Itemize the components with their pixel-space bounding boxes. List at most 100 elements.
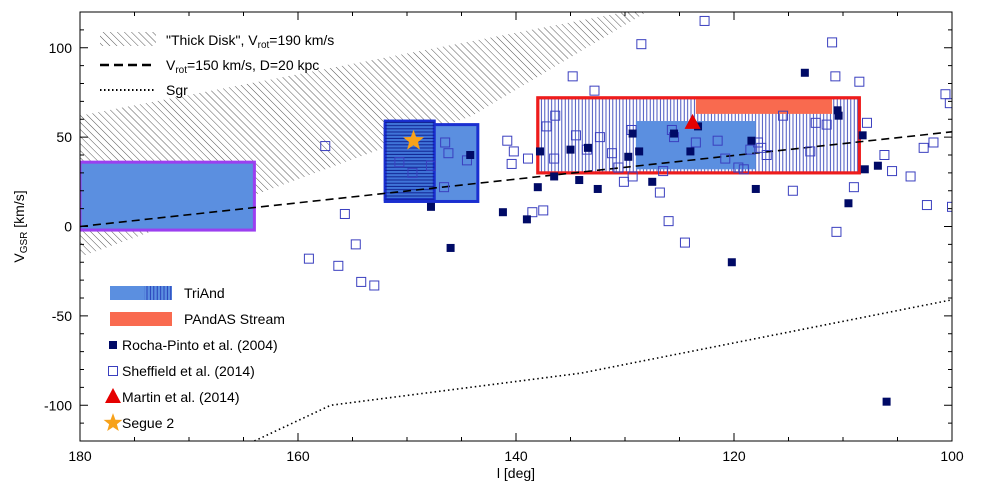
filled-square-marker — [844, 199, 853, 208]
open-square-marker — [618, 176, 629, 187]
filled-square-marker — [834, 111, 843, 120]
open-square-marker — [594, 132, 605, 143]
legend-entry-text: Martin et al. (2014) — [122, 389, 240, 405]
open-square-marker — [830, 71, 841, 82]
legend-open-square-marker — [108, 366, 118, 376]
open-square-marker — [440, 137, 451, 148]
legend-entry-text: Vrot=150 km/s, D=20 kpc — [166, 57, 319, 76]
open-square-marker — [821, 119, 832, 130]
filled-square-marker — [873, 161, 882, 170]
filled-square-marker — [583, 143, 592, 152]
open-square-marker — [613, 162, 624, 173]
open-square-marker — [320, 141, 331, 152]
open-square-marker — [522, 153, 533, 164]
filled-square-marker — [686, 147, 695, 156]
filled-square-marker — [833, 106, 842, 115]
filled-square-marker — [522, 215, 531, 224]
open-square-marker — [589, 85, 600, 96]
filled-square-marker — [727, 258, 736, 267]
x-tick-label: 160 — [286, 448, 310, 464]
x-axis-label: l [deg] — [497, 465, 535, 481]
open-square-marker — [549, 153, 560, 164]
open-square-marker — [827, 37, 838, 48]
open-square-marker — [928, 137, 939, 148]
open-square-marker — [745, 144, 756, 155]
open-square-marker — [550, 110, 561, 121]
filled-square-marker — [426, 202, 435, 211]
open-square-marker — [439, 182, 450, 193]
legend-triand-swatch-lines — [144, 286, 172, 300]
open-square-marker — [654, 187, 665, 198]
open-square-marker — [508, 146, 519, 157]
open-square-marker — [805, 146, 816, 157]
open-square-marker — [944, 98, 952, 109]
open-square-marker — [848, 182, 859, 193]
open-square-marker — [831, 226, 842, 237]
legend-filled-square-marker — [109, 341, 117, 349]
filled-square-marker — [535, 147, 544, 156]
filled-square-marker — [593, 184, 602, 193]
model-lines — [80, 130, 952, 441]
y-tick-label: -100 — [44, 397, 72, 413]
filled-square-marker — [860, 165, 869, 174]
legend-entry-text: Rocha-Pinto et al. (2004) — [122, 337, 278, 353]
open-square-marker — [761, 150, 772, 160]
open-square-marker — [636, 39, 647, 50]
open-square-marker — [787, 185, 798, 196]
open-square-marker — [733, 162, 744, 173]
filled-square-marker — [670, 129, 679, 138]
open-square-marker — [506, 158, 517, 169]
filled-square-marker — [533, 183, 542, 192]
open-square-marker — [443, 148, 454, 159]
open-square-marker — [369, 280, 380, 291]
open-square-marker — [627, 171, 638, 182]
triand-box-hlines-pattern — [385, 121, 435, 200]
open-square-marker — [425, 160, 436, 171]
open-square-marker — [658, 166, 669, 177]
filled-square-marker — [751, 184, 760, 193]
y-tick-label: 50 — [56, 129, 72, 145]
open-square-marker — [570, 130, 581, 141]
open-square-marker — [333, 260, 344, 271]
open-square-marker — [778, 110, 789, 121]
y-tick-label: 0 — [64, 219, 72, 235]
filled-square-marker — [800, 68, 809, 77]
vrot-150-dashed-line — [80, 130, 952, 228]
x-tick-label: 120 — [722, 448, 746, 464]
y-tick-label: -50 — [52, 308, 72, 324]
legend-entry-text: TriAnd — [184, 285, 225, 301]
open-square-marker — [712, 135, 723, 146]
region-boxes — [80, 96, 861, 232]
open-square-marker — [567, 71, 578, 82]
x-tick-label: 140 — [504, 448, 528, 464]
open-square-marker — [606, 148, 617, 159]
legend-triangle-marker — [105, 388, 121, 403]
x-tick-label: 100 — [940, 448, 964, 464]
sgr-dotted-line — [254, 299, 952, 441]
y-tick-label: 100 — [49, 40, 73, 56]
legend-entry-text: Sheffield et al. (2014) — [122, 363, 255, 379]
open-square-marker — [350, 239, 361, 250]
open-square-marker — [502, 135, 513, 146]
legend-entry-text: Sgr — [166, 82, 188, 98]
filled-square-marker — [446, 243, 455, 252]
open-square-marker — [663, 216, 674, 227]
open-square-marker — [303, 253, 314, 264]
open-square-marker — [854, 76, 865, 87]
open-square-marker — [918, 142, 929, 153]
legend-entry-text: PAndAS Stream — [184, 311, 285, 327]
legend-pandas-swatch — [110, 312, 172, 326]
y-axis-label: VGSR [km/s] — [11, 190, 30, 262]
open-square-marker — [720, 153, 731, 164]
open-square-marker — [339, 208, 350, 219]
open-square-marker — [879, 150, 890, 160]
open-square-marker — [887, 166, 898, 177]
open-square-marker — [538, 205, 549, 216]
filled-square-marker — [466, 151, 475, 159]
filled-square-marker — [575, 176, 584, 185]
open-square-marker — [407, 167, 418, 178]
filled-square-marker — [882, 397, 891, 406]
